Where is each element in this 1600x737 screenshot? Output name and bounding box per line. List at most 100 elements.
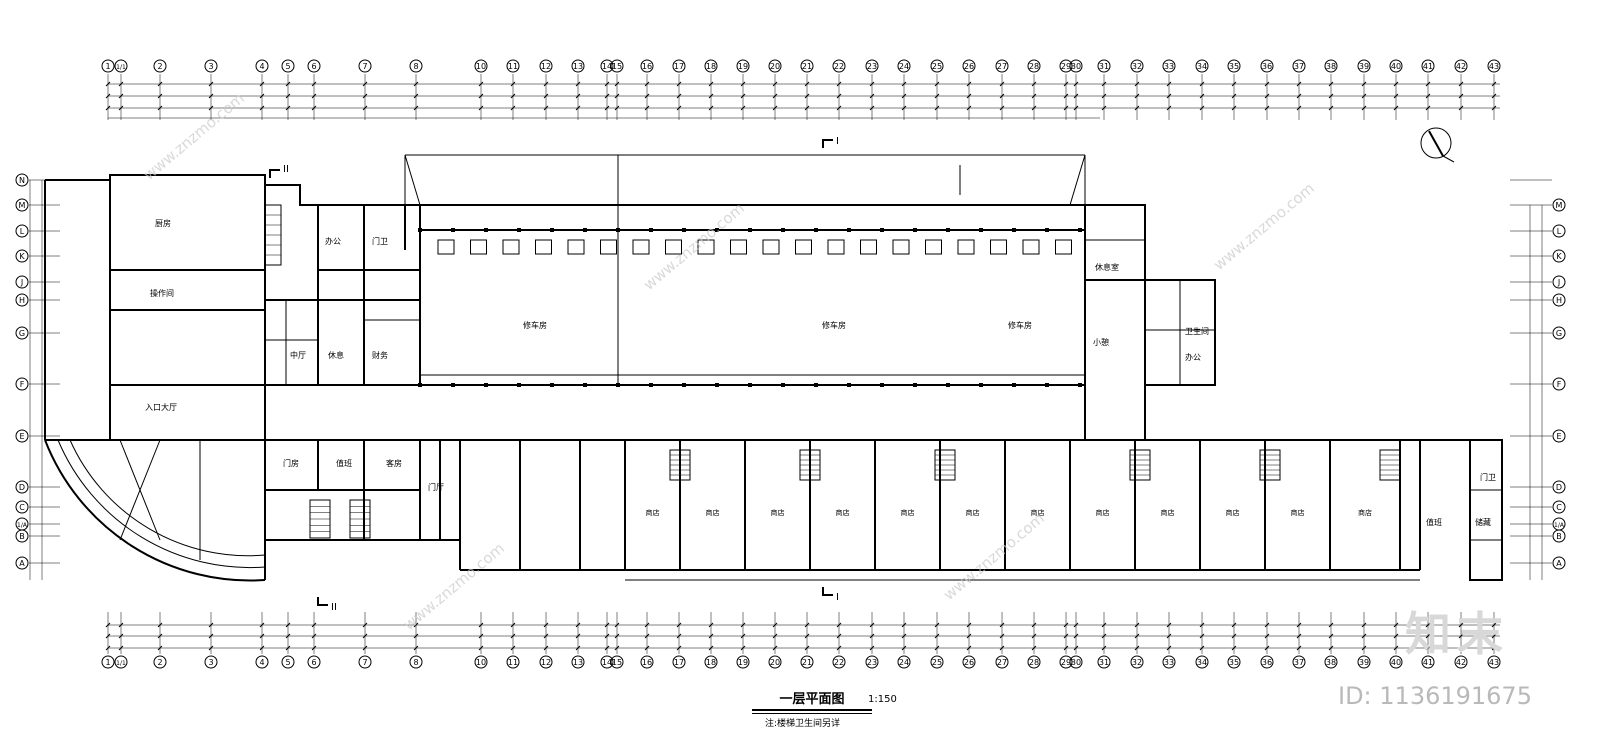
column-axis-label: 16 xyxy=(642,658,652,667)
shop-label: 商店 xyxy=(901,508,915,517)
column-axis-label: 24 xyxy=(899,658,909,667)
row-axis-bubble xyxy=(1552,326,1566,340)
column-axis-bubble xyxy=(640,59,654,73)
column-axis-label: 35 xyxy=(1229,658,1239,667)
column-axis-label: 26 xyxy=(964,62,974,71)
structural-column xyxy=(1078,228,1082,232)
watermark-logo: 知末 xyxy=(1405,607,1509,661)
column-axis-label: 6 xyxy=(311,62,316,71)
room-label: 入口大厅 xyxy=(145,402,177,412)
column-axis-label: 10 xyxy=(476,62,486,71)
top-dimension-lines xyxy=(108,83,1500,119)
row-axis-bubble xyxy=(15,500,29,514)
column-axis-label: 21 xyxy=(802,658,812,667)
row-axis-label: A xyxy=(1556,559,1562,568)
column-axis-bubble xyxy=(1227,59,1241,73)
drawing-subnote: 注:楼梯卫生间另详 xyxy=(765,719,841,729)
column-axis-bubble xyxy=(736,655,750,669)
structural-column xyxy=(616,383,620,387)
column-axis-label: 43 xyxy=(1489,658,1499,667)
column-axis-bubble xyxy=(474,59,488,73)
row-axis-label: F xyxy=(1557,380,1562,389)
dimension-ticks xyxy=(105,81,1497,651)
column-axis-bubble xyxy=(962,655,976,669)
row-axis-bubble xyxy=(1552,529,1566,543)
column-axis-bubble xyxy=(506,59,520,73)
column-axis-label: 43 xyxy=(1489,62,1499,71)
column-axis-label: 34 xyxy=(1197,62,1207,71)
column-axis-label: 28 xyxy=(1029,658,1039,667)
column-axis-label: 3 xyxy=(208,62,213,71)
row-axis-label: C xyxy=(19,503,25,512)
skylight-opening xyxy=(795,239,812,255)
column-axis-bubble xyxy=(571,59,585,73)
structural-column xyxy=(748,228,752,232)
structural-column xyxy=(715,383,719,387)
drawing-title: 一层平面图 xyxy=(779,692,845,707)
right-dimension-lines xyxy=(1529,205,1543,580)
room-label: 操作间 xyxy=(150,288,174,298)
shop-label: 商店 xyxy=(1358,508,1372,517)
column-axis-label: 42 xyxy=(1456,62,1466,71)
column-axis-label: 26 xyxy=(964,658,974,667)
shop-label: 商店 xyxy=(646,508,660,517)
column-axis-bubble xyxy=(474,655,488,669)
column-axis-bubble xyxy=(204,59,218,73)
structural-column xyxy=(583,228,587,232)
room-label: 修车房 xyxy=(523,320,547,330)
room-label: 办公 xyxy=(325,236,341,246)
column-axis-label: 18 xyxy=(706,658,716,667)
structural-column xyxy=(1045,228,1049,232)
row-axis-bubble xyxy=(15,249,29,263)
section-mark-label: II xyxy=(283,164,289,175)
column-axis-bubble xyxy=(358,59,372,73)
structural-column xyxy=(715,228,719,232)
column-axis-bubble xyxy=(409,59,423,73)
structural-column xyxy=(913,228,917,232)
structural-column xyxy=(946,383,950,387)
column-axis-label: 18 xyxy=(706,62,716,71)
row-axis-bubble xyxy=(15,429,29,443)
skylight-opening xyxy=(1055,239,1072,255)
column-axis-bubble xyxy=(995,59,1009,73)
column-axis-label: 4 xyxy=(259,62,264,71)
row-axis-label: A xyxy=(19,559,25,568)
column-axis-label: 17 xyxy=(674,62,684,71)
drawing-title-block: 一层平面图 xyxy=(752,688,872,714)
column-axis-bubble xyxy=(800,59,814,73)
north-arrow-icon xyxy=(1420,127,1455,163)
room-label: 值班 xyxy=(336,458,352,468)
row-axis-label: E xyxy=(1556,432,1561,441)
section-mark-label: I xyxy=(836,592,839,603)
column-axis-label: 33 xyxy=(1164,62,1174,71)
column-axis-bubble xyxy=(1389,655,1403,669)
shop-label: 商店 xyxy=(706,508,720,517)
column-axis-label: 15 xyxy=(612,658,622,667)
row-axis-bubble xyxy=(15,556,29,570)
row-axis-label: C xyxy=(1556,503,1562,512)
row-axis-label: F xyxy=(20,380,25,389)
column-axis-label: 13 xyxy=(573,62,583,71)
structural-column xyxy=(913,383,917,387)
structural-column xyxy=(880,228,884,232)
column-axis-label: 32 xyxy=(1132,62,1142,71)
column-axis-label: 42 xyxy=(1456,658,1466,667)
room-label: 储藏 xyxy=(1475,517,1491,527)
structural-column xyxy=(418,383,422,387)
column-axis-bubble xyxy=(358,655,372,669)
column-axis-bubble xyxy=(307,655,321,669)
column-axis-label: 22 xyxy=(834,658,844,667)
column-axis-bubble xyxy=(255,59,269,73)
column-axis-bubble xyxy=(1324,59,1338,73)
structural-column xyxy=(847,228,851,232)
row-axis-label: D xyxy=(1556,483,1562,492)
column-axis-bubble xyxy=(1454,655,1468,669)
column-axis-label: 20 xyxy=(770,62,780,71)
column-axis-label: 38 xyxy=(1326,62,1336,71)
column-axis-label: 12 xyxy=(541,658,551,667)
row-axis-bubble xyxy=(1552,429,1566,443)
row-axis-bubble xyxy=(15,377,29,391)
row-axis-bubble xyxy=(15,224,29,238)
column-axis-label: 1 xyxy=(105,658,110,667)
skylight-opening xyxy=(600,239,617,255)
